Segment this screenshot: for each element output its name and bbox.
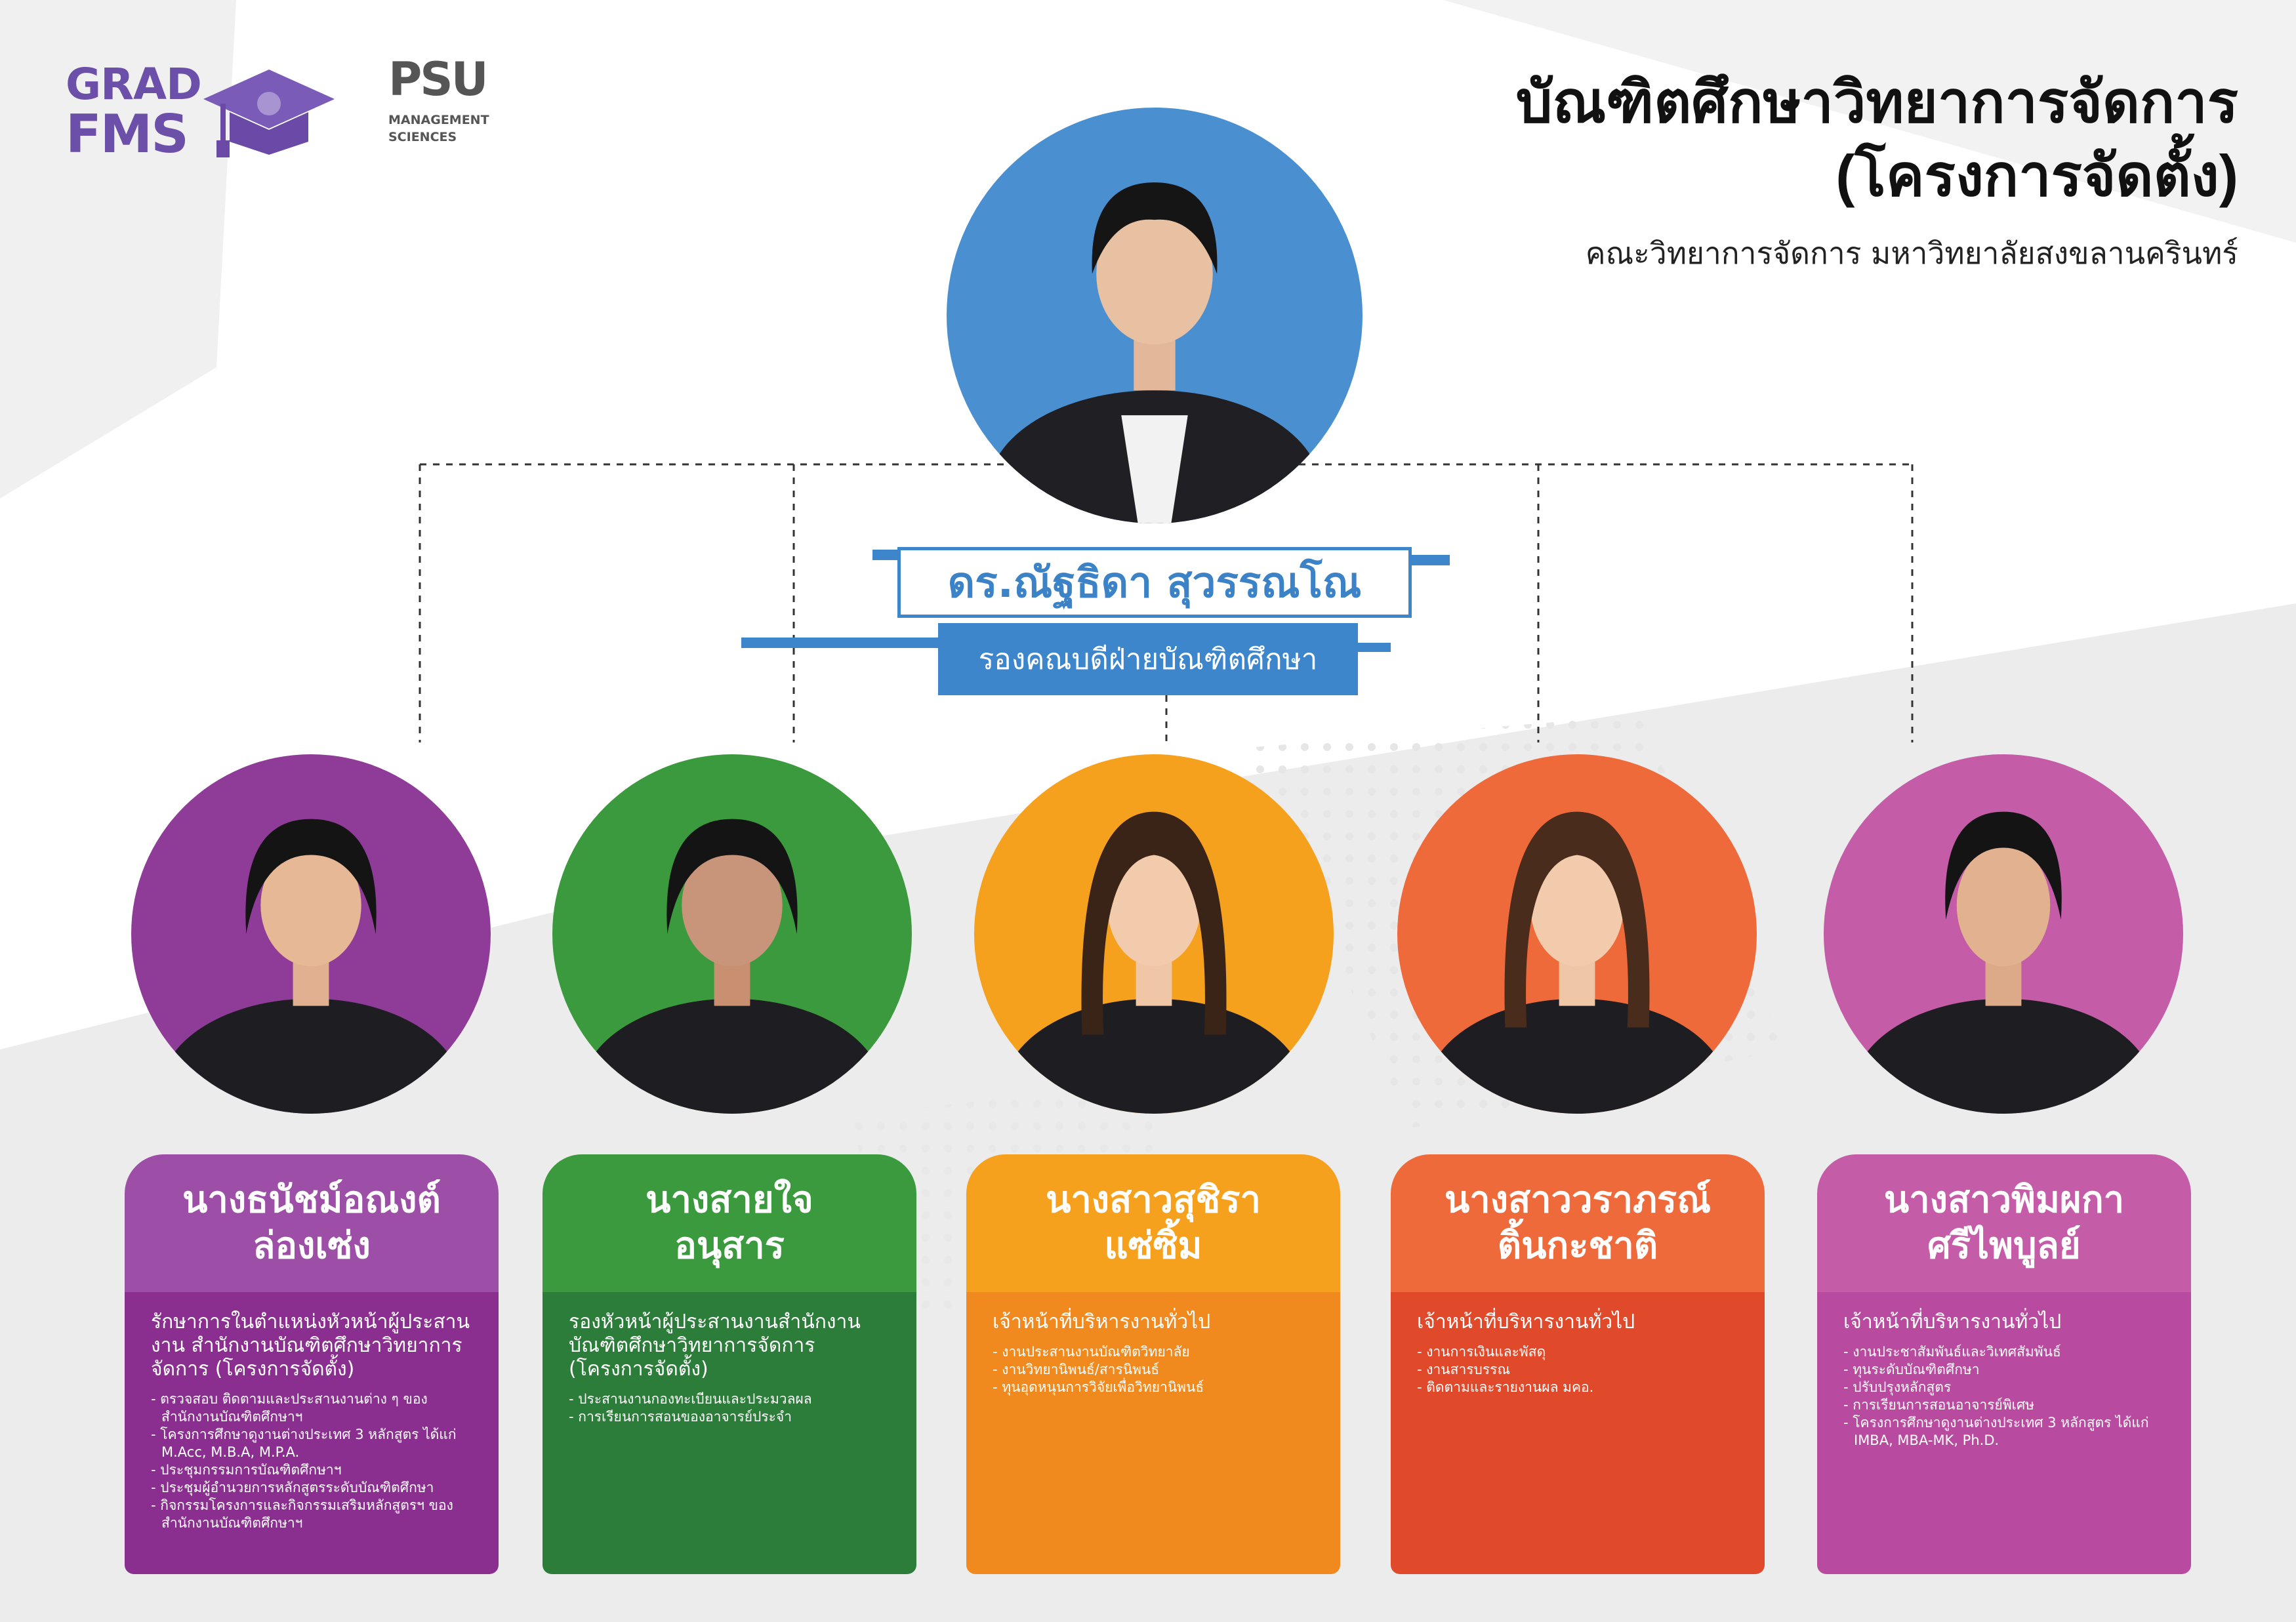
staff-details-1: รักษาการในตำแหน่งหัวหน้าผู้ประสานงาน สำน…: [125, 1292, 499, 1574]
staff-portrait-3: [974, 754, 1334, 1114]
staff-task: งานประชาสัมพันธ์และวิเทศสัมพันธ์: [1843, 1343, 2177, 1361]
staff-task: โครงการศึกษาดูงานต่างประเทศ 3 หลักสูตร ไ…: [1843, 1414, 2177, 1450]
head-name: ดร.ณัฐธิดา สุวรรณโณ: [897, 547, 1412, 618]
grad-logo-text: GRAD: [66, 59, 202, 110]
staff-name-2-line1: นางสายใจ: [646, 1179, 813, 1221]
staff-name-1: นางธนัชม์อณงต์ ล่องเซ่ง: [125, 1154, 499, 1292]
staff-task: ติดตามและรายงานผล มคอ.: [1417, 1379, 1750, 1396]
staff-task: ตรวจสอบ ติดตามและประสานงานต่าง ๆ ของสำนั…: [151, 1390, 484, 1426]
page-title-line1: บัณฑิตศึกษาวิทยาการจัดการ: [1515, 70, 2238, 134]
staff-task: งานการเงินและพัสดุ: [1417, 1343, 1750, 1361]
staff-name-4-line1: นางสาววราภรณ์: [1444, 1179, 1712, 1221]
staff-card-1: นางธนัชม์อณงต์ ล่องเซ่ง รักษาการในตำแหน่…: [125, 1154, 499, 1574]
person-silhouette-icon: [1425, 811, 1729, 1114]
staff-name-4: นางสาววราภรณ์ ติ้นกะชาติ: [1391, 1154, 1765, 1292]
staff-task: งานสารบรรณ: [1417, 1361, 1750, 1379]
person-silhouette-icon: [988, 182, 1321, 523]
staff-portrait-2: [552, 754, 912, 1114]
staff-task: ปรับปรุงหลักสูตร: [1843, 1379, 2177, 1396]
psu-sub-line1: MANAGEMENT: [388, 113, 489, 127]
person-silhouette-icon: [581, 819, 884, 1114]
staff-task-list-1: ตรวจสอบ ติดตามและประสานงานต่าง ๆ ของสำนั…: [151, 1390, 484, 1532]
staff-name-5-line2: ศรีไพบูลย์: [1927, 1225, 2081, 1267]
graduation-cap-icon: [203, 70, 335, 157]
staff-task: ทุนระดับบัณฑิตศึกษา: [1843, 1361, 2177, 1379]
staff-task: ประชุมผู้อำนวยการหลักสูตรระดับบัณฑิตศึกษ…: [151, 1479, 484, 1497]
staff-task: กิจกรรมโครงการและกิจกรรมเสริมหลักสูตรฯ ข…: [151, 1497, 484, 1532]
staff-task: โครงการศึกษาดูงานต่างประเทศ 3 หลักสูตร ไ…: [151, 1426, 484, 1461]
staff-name-2: นางสายใจ อนุสาร: [543, 1154, 916, 1292]
staff-task-list-3: งานประสานงานบัณฑิตวิทยาลัย งานวิทยานิพนธ…: [993, 1343, 1326, 1396]
staff-role-4: เจ้าหน้าที่บริหารงานทั่วไป: [1417, 1310, 1635, 1333]
fms-logo-text: FMS: [66, 104, 189, 165]
staff-card-3: นางสาวสุชิรา แซ่ซิ้ม เจ้าหน้าที่บริหารงา…: [966, 1154, 1340, 1574]
staff-task-list-2: ประสานงานกองทะเบียนและประมวลผล การเรียนก…: [569, 1390, 902, 1426]
staff-task: งานประสานงานบัณฑิตวิทยาลัย: [993, 1343, 1326, 1361]
psu-mark: PSU: [388, 52, 489, 106]
staff-role-1: รักษาการในตำแหน่งหัวหน้าผู้ประสานงาน สำน…: [151, 1310, 470, 1381]
staff-task-list-4: งานการเงินและพัสดุ งานสารบรรณ ติดตามและร…: [1417, 1343, 1750, 1396]
person-silhouette-icon: [1002, 811, 1305, 1114]
staff-role-2: รองหัวหน้าผู้ประสานงานสำนักงาน บัณฑิตศึก…: [569, 1310, 861, 1381]
staff-name-1-line2: ล่องเซ่ง: [253, 1225, 371, 1267]
staff-details-2: รองหัวหน้าผู้ประสานงานสำนักงาน บัณฑิตศึก…: [543, 1292, 916, 1574]
staff-name-2-line2: อนุสาร: [674, 1225, 785, 1267]
staff-task: การเรียนการสอนของอาจารย์ประจำ: [569, 1408, 902, 1426]
staff-task: งานวิทยานิพนธ์/สารนิพนธ์: [993, 1361, 1326, 1379]
psu-sub-line2: SCIENCES: [388, 130, 457, 144]
staff-portrait-4: [1397, 754, 1757, 1114]
page-title-line2: (โครงการจัดตั้ง): [1835, 143, 2238, 208]
staff-card-4: นางสาววราภรณ์ ติ้นกะชาติ เจ้าหน้าที่บริห…: [1391, 1154, 1765, 1574]
head-portrait: [947, 108, 1363, 523]
staff-role-3: เจ้าหน้าที่บริหารงานทั่วไป: [993, 1310, 1211, 1333]
staff-card-5: นางสาวพิมผกา ศรีไพบูลย์ เจ้าหน้าที่บริหา…: [1817, 1154, 2191, 1574]
page-title: บัณฑิตศึกษาวิทยาการจัดการ (โครงการจัดตั้…: [1254, 66, 2238, 213]
staff-task: ทุนอุดหนุนการวิจัยเพื่อวิทยานิพนธ์: [993, 1379, 1326, 1396]
staff-name-3: นางสาวสุชิรา แซ่ซิ้ม: [966, 1154, 1340, 1292]
staff-task: การเรียนการสอนอาจารย์พิเศษ: [1843, 1396, 2177, 1414]
staff-card-2: นางสายใจ อนุสาร รองหัวหน้าผู้ประสานงานสำ…: [543, 1154, 916, 1574]
person-silhouette-icon: [159, 819, 462, 1114]
staff-task: ประชุมกรรมการบัณฑิตศึกษาฯ: [151, 1461, 484, 1479]
staff-details-5: เจ้าหน้าที่บริหารงานทั่วไป งานประชาสัมพั…: [1817, 1292, 2191, 1574]
staff-task-list-5: งานประชาสัมพันธ์และวิเทศสัมพันธ์ ทุนระดั…: [1843, 1343, 2177, 1450]
staff-details-4: เจ้าหน้าที่บริหารงานทั่วไป งานการเงินและ…: [1391, 1292, 1765, 1574]
staff-name-5-line1: นางสาวพิมผกา: [1883, 1179, 2125, 1221]
staff-role-5: เจ้าหน้าที่บริหารงานทั่วไป: [1843, 1310, 2062, 1333]
page-subtitle: คณะวิทยาการจัดการ มหาวิทยาลัยสงขลานครินท…: [1585, 235, 2238, 271]
staff-name-4-line2: ติ้นกะชาติ: [1497, 1225, 1658, 1267]
staff-name-1-line1: นางธนัชม์อณงต์: [182, 1179, 441, 1221]
staff-name-3-line2: แซ่ซิ้ม: [1104, 1225, 1202, 1267]
staff-portrait-5: [1824, 754, 2183, 1114]
banner-stripe: [741, 638, 951, 648]
psu-management-sciences-logo: PSU MANAGEMENT SCIENCES: [388, 56, 506, 161]
staff-task: ประสานงานกองทะเบียนและประมวลผล: [569, 1390, 902, 1408]
staff-portrait-1: [131, 754, 491, 1114]
head-role: รองคณบดีฝ่ายบัณฑิตศึกษา: [938, 623, 1358, 695]
person-silhouette-icon: [1852, 811, 2155, 1114]
staff-details-3: เจ้าหน้าที่บริหารงานทั่วไป งานประสานงานบ…: [966, 1292, 1340, 1574]
grad-fms-logo: GRAD FMS: [66, 59, 341, 165]
staff-name-5: นางสาวพิมผกา ศรีไพบูลย์: [1817, 1154, 2191, 1292]
staff-name-3-line1: นางสาวสุชิรา: [1046, 1179, 1261, 1221]
